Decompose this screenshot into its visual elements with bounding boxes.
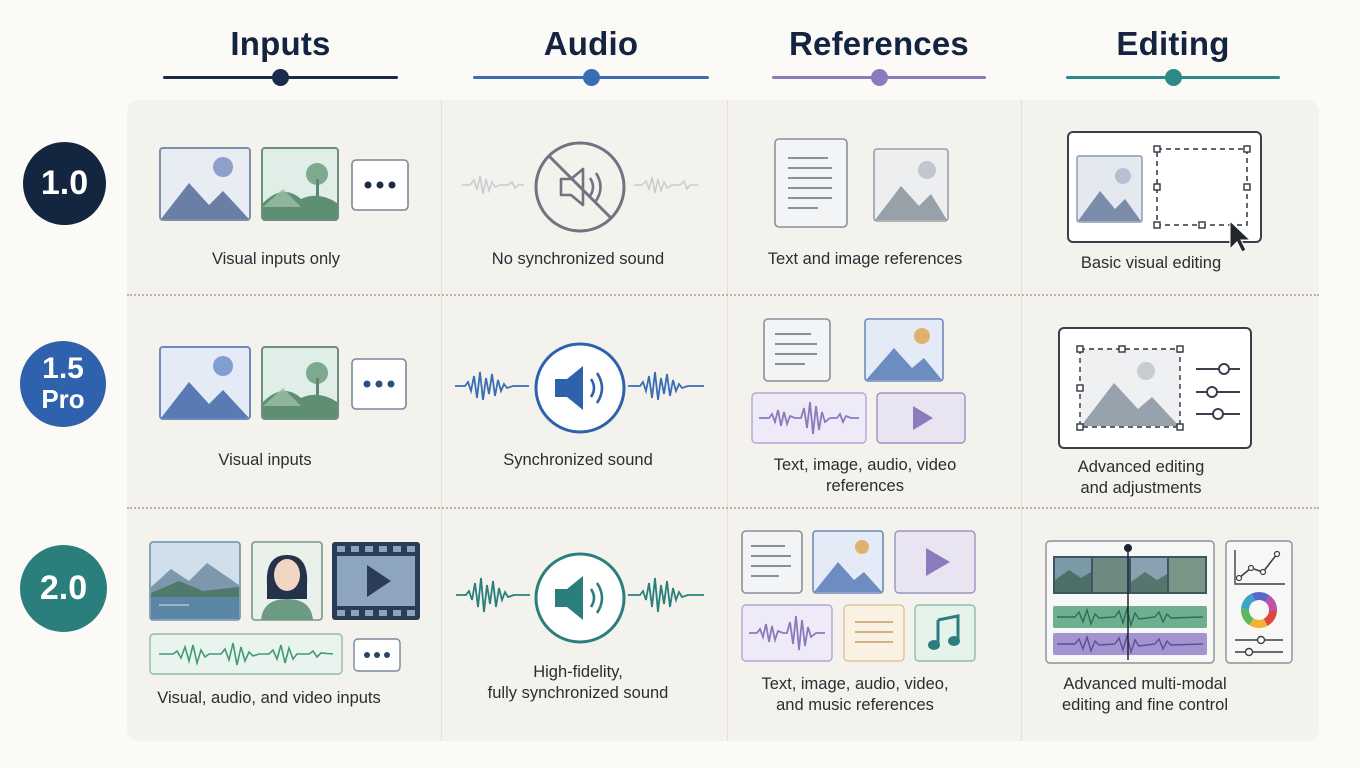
nature-image-icon: [261, 346, 339, 420]
audio-input-icon: [149, 633, 343, 675]
column-title: Inputs: [230, 25, 331, 62]
video-reference-icon: [894, 530, 976, 594]
document-icon: [774, 138, 848, 228]
speaker-icon: [534, 342, 626, 434]
column-divider: [727, 100, 728, 741]
caption-line: High-fidelity,: [533, 663, 623, 681]
column-divider: [441, 100, 442, 741]
caption-inputs-2-0: Visual, audio, and video inputs: [157, 689, 381, 707]
landscape-image-icon: [159, 147, 251, 221]
more-icon: [353, 638, 401, 672]
caption-audio-2-0: High-fidelity, fully synchronized sound: [450, 662, 706, 704]
landscape-image-icon: [159, 346, 251, 420]
column-header-audio: Audio: [473, 22, 709, 92]
header-dot: [272, 69, 289, 86]
version-badge-1-0: 1.0: [23, 142, 106, 225]
waveform-icon: [628, 577, 704, 613]
basic-edit-icon: [1067, 131, 1262, 253]
caption-editing-2-0: Advanced multi-modal editing and fine co…: [1030, 674, 1260, 716]
header-dot: [582, 69, 600, 86]
version-badge-1-5-pro: 1.5 Pro: [20, 341, 106, 427]
caption-line: Advanced multi-modal: [1063, 675, 1227, 693]
lake-photo-icon: [149, 541, 241, 621]
caption-audio-1-5: Synchronized sound: [503, 451, 653, 469]
image-reference-icon: [812, 530, 884, 594]
header-dot: [870, 69, 888, 86]
video-reference-icon: [876, 392, 966, 444]
advanced-edit-icon: [1058, 327, 1252, 449]
column-header-references: References: [772, 22, 986, 92]
video-clip-icon: [332, 542, 420, 620]
caption-editing-1-0: Basic visual editing: [1080, 254, 1222, 272]
badge-label: 1.0: [40, 164, 89, 202]
caption-references-2-0: Text, image, audio, video, and music ref…: [730, 674, 980, 716]
caption-line: Text, image, audio, video: [773, 456, 957, 474]
image-reference-icon: [873, 148, 949, 222]
document-icon: [741, 530, 803, 594]
music-sheet-icon: [843, 604, 905, 662]
waveform-icon: [455, 371, 529, 401]
caption-inputs-1-0: Visual inputs only: [211, 250, 341, 268]
caption-line: and adjustments: [1080, 479, 1202, 497]
more-icon: [351, 358, 407, 410]
caption-inputs-1-5: Visual inputs: [218, 451, 312, 469]
audio-reference-icon: [741, 604, 833, 662]
audio-reference-icon: [751, 392, 867, 444]
caption-line: editing and fine control: [1061, 696, 1229, 714]
row-divider: [127, 507, 1319, 509]
music-note-icon: [914, 604, 976, 662]
column-title: Audio: [543, 25, 639, 62]
header-dot: [1164, 69, 1182, 86]
waveform-icon: [456, 577, 530, 613]
badge-label: 2.0: [39, 569, 88, 607]
column-title: Editing: [1116, 25, 1230, 62]
faint-waveform-icon: [462, 175, 524, 195]
caption-line: Advanced editing: [1077, 458, 1205, 476]
column-title: References: [789, 25, 969, 62]
caption-line: references: [826, 477, 904, 495]
caption-line: and music references: [776, 696, 934, 714]
waveform-icon: [628, 371, 704, 401]
more-icon: [351, 159, 409, 211]
caption-line: fully synchronized sound: [487, 684, 669, 702]
faint-waveform-icon: [634, 176, 698, 194]
color-controls-icon: [1225, 540, 1293, 664]
row-divider: [127, 294, 1319, 296]
caption-line: Text, image, audio, video,: [761, 675, 949, 693]
column-divider: [1021, 100, 1022, 741]
document-icon: [763, 318, 831, 382]
muted-speaker-icon: [534, 141, 626, 233]
column-header-editing: Editing: [1066, 22, 1280, 92]
badge-label: 1.5: [42, 352, 84, 385]
caption-references-1-5: Text, image, audio, video references: [740, 455, 990, 497]
badge-sublabel: Pro: [41, 384, 85, 414]
caption-audio-1-0: No synchronized sound: [491, 250, 665, 268]
image-reference-icon: [864, 318, 944, 382]
caption-references-1-0: Text and image references: [767, 250, 963, 268]
nature-image-icon: [261, 147, 339, 221]
version-badge-2-0: 2.0: [20, 545, 107, 632]
timeline-editor-icon: [1045, 540, 1215, 664]
portrait-photo-icon: [251, 541, 323, 621]
column-header-inputs: Inputs: [163, 22, 398, 92]
speaker-icon: [534, 552, 626, 644]
caption-editing-1-5: Advanced editing and adjustments: [1030, 457, 1252, 499]
